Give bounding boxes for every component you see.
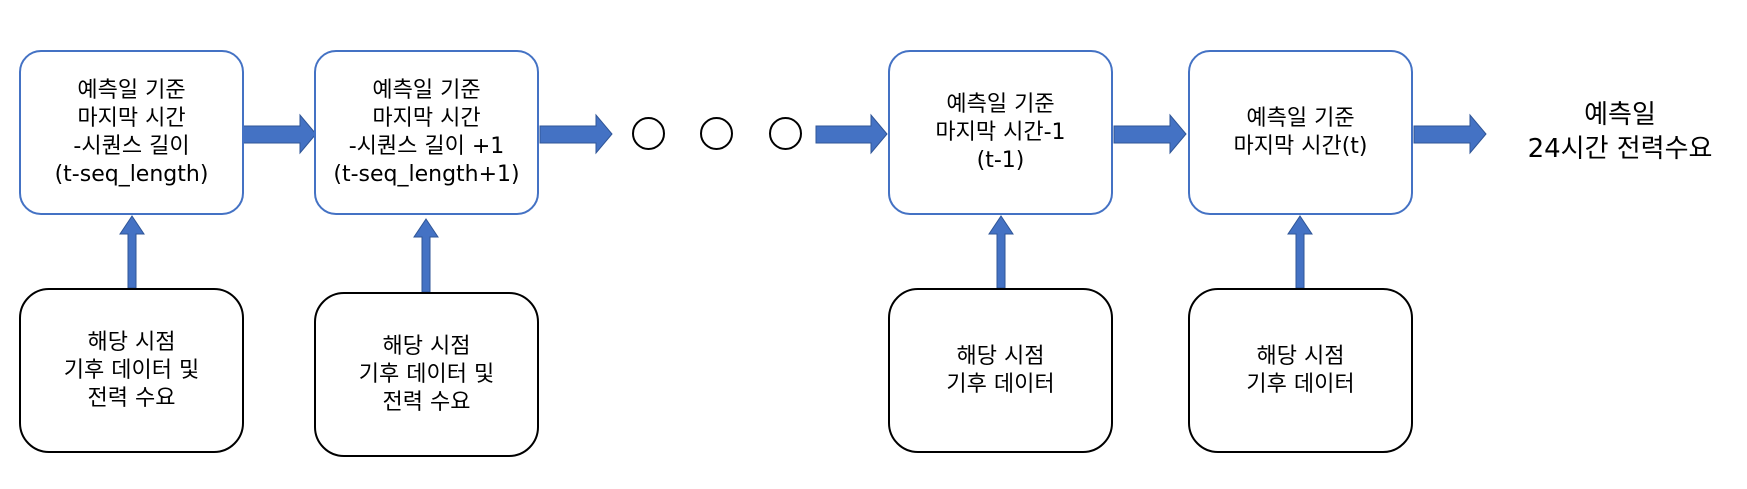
- input-box-1: 해당 시점 기후 데이터 및 전력 수요: [19, 288, 244, 453]
- input-box-2-label: 해당 시점 기후 데이터 및 전력 수요: [358, 333, 495, 415]
- step-box-1-label: 예측일 기준 마지막 시간 -시퀀스 길이 (t-seq_length): [54, 77, 209, 187]
- input-box-4: 해당 시점 기후 데이터: [1188, 288, 1413, 453]
- input-box-4-label: 해당 시점 기후 데이터: [1246, 343, 1355, 397]
- arrow-input2-to-step2: [413, 218, 439, 293]
- arrow-step3-to-step4: [1113, 113, 1187, 155]
- ellipsis-dot-3: [769, 117, 802, 150]
- step-box-2-label: 예측일 기준 마지막 시간 -시퀀스 길이 +1 (t-seq_length+1…: [333, 77, 520, 187]
- arrow-step2-to-dots: [539, 113, 613, 155]
- arrow-input3-to-step3: [988, 215, 1014, 289]
- input-box-3-label: 해당 시점 기후 데이터: [946, 343, 1055, 397]
- arrow-step1-to-step2: [242, 113, 317, 155]
- arrow-dots-to-step3: [815, 113, 888, 155]
- step-box-4: 예측일 기준 마지막 시간(t): [1188, 50, 1413, 215]
- ellipsis-dot-1: [632, 117, 665, 150]
- step-box-4-label: 예측일 기준 마지막 시간(t): [1233, 105, 1368, 159]
- arrow-step4-to-output: [1413, 113, 1487, 155]
- step-box-1: 예측일 기준 마지막 시간 -시퀀스 길이 (t-seq_length): [19, 50, 244, 215]
- input-box-2: 해당 시점 기후 데이터 및 전력 수요: [314, 292, 539, 457]
- input-box-3: 해당 시점 기후 데이터: [888, 288, 1113, 453]
- arrow-input1-to-step1: [119, 215, 145, 289]
- step-box-2: 예측일 기준 마지막 시간 -시퀀스 길이 +1 (t-seq_length+1…: [314, 50, 539, 215]
- output-label: 예측일 24시간 전력수요: [1527, 100, 1713, 164]
- step-box-3: 예측일 기준 마지막 시간-1 (t-1): [888, 50, 1113, 215]
- input-box-1-label: 해당 시점 기후 데이터 및 전력 수요: [63, 329, 200, 411]
- arrow-input4-to-step4: [1287, 215, 1313, 289]
- step-box-3-label: 예측일 기준 마지막 시간-1 (t-1): [935, 91, 1066, 173]
- ellipsis-dot-2: [700, 117, 733, 150]
